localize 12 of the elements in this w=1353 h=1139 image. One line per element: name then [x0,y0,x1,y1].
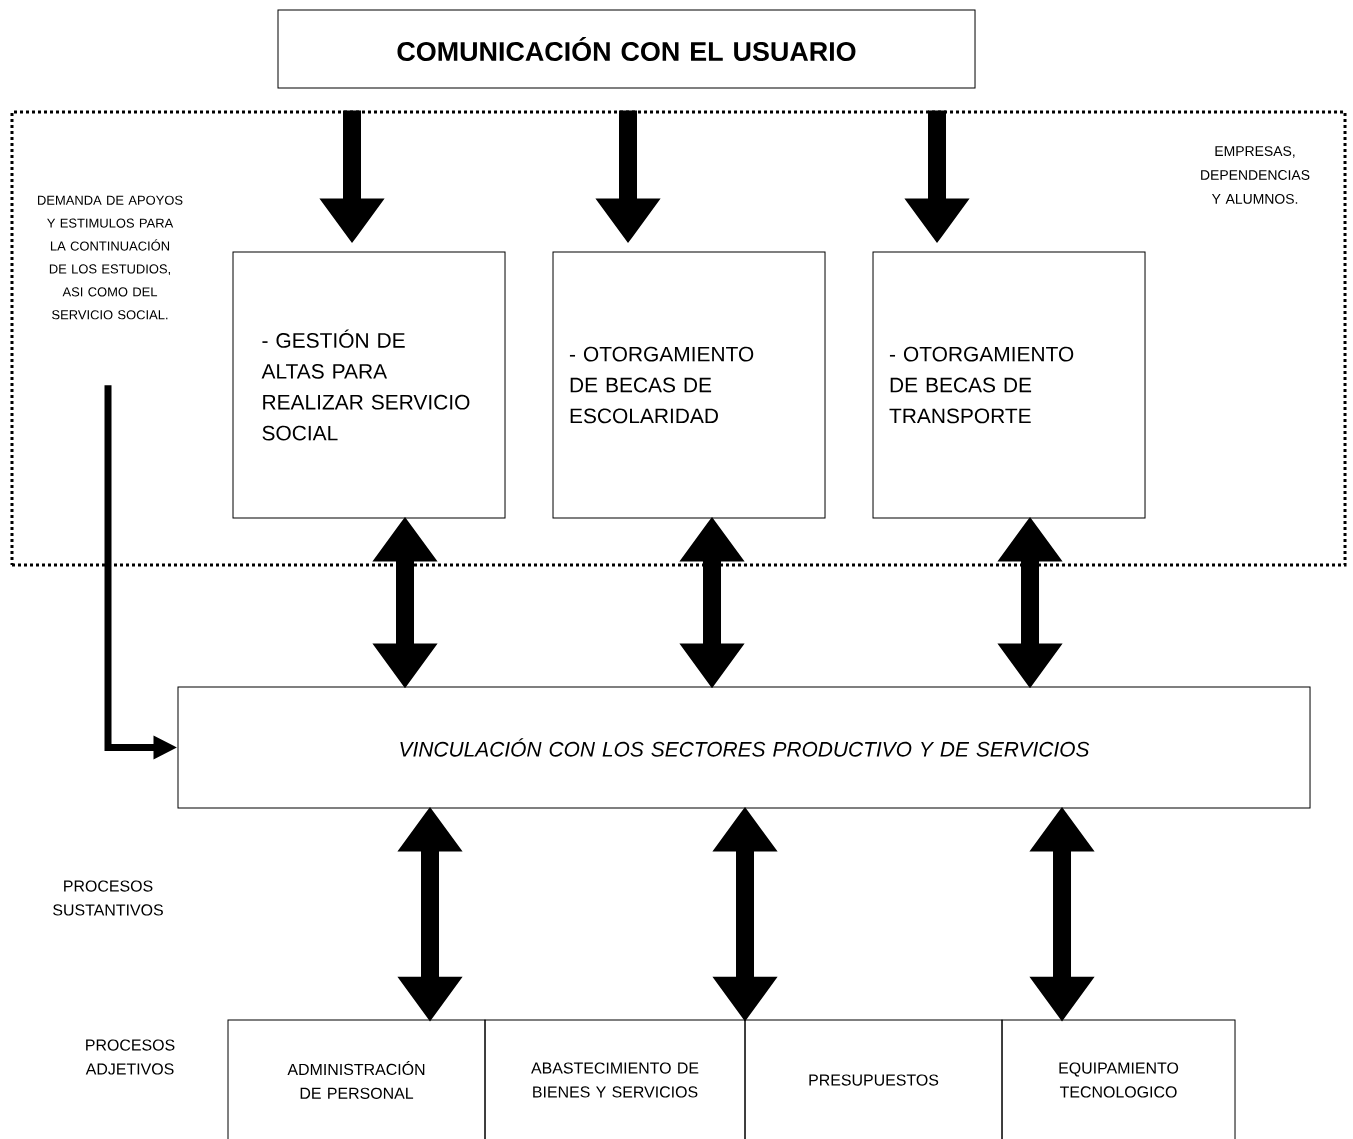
side-label: PROCESOS SUSTANTIVOS [53,880,163,916]
process-box: - OTORGAMIENTO DE BECAS DE TRANSPORTE [872,251,1146,519]
side-label: PROCESOS ADJETIVOS [85,1039,175,1075]
process-box: - GESTIÓN DE ALTAS PARA REALIZAR SERVICIO SOCIAL [232,251,506,519]
process-box: VINCULACIÓN CON LOS SECTORES PRODUCTIVO Y DE SERVICIOS [177,686,1311,809]
table-cell: PRESUPUESTOS [744,1019,1003,1139]
table-cell: ADMINISTRACIÓN DE PERSONAL [227,1019,486,1139]
title-box: COMUNICACIÓN CON EL USUARIO [277,9,976,89]
process-box: - OTORGAMIENTO DE BECAS DE ESCOLARIDAD [552,251,826,519]
table-cell: ABASTECIMIENTO DE BIENES Y SERVICIOS [484,1019,746,1139]
table-cell: EQUIPAMIENTO TECNOLOGICO [1001,1019,1236,1139]
side-note: DEMANDA DE APOYOS Y ESTIMULOS PARA LA CONTINUACIÓN DE LOS ESTUDIOS, ASI COMO DEL SERVICIO SOCIAL. [38,195,183,320]
